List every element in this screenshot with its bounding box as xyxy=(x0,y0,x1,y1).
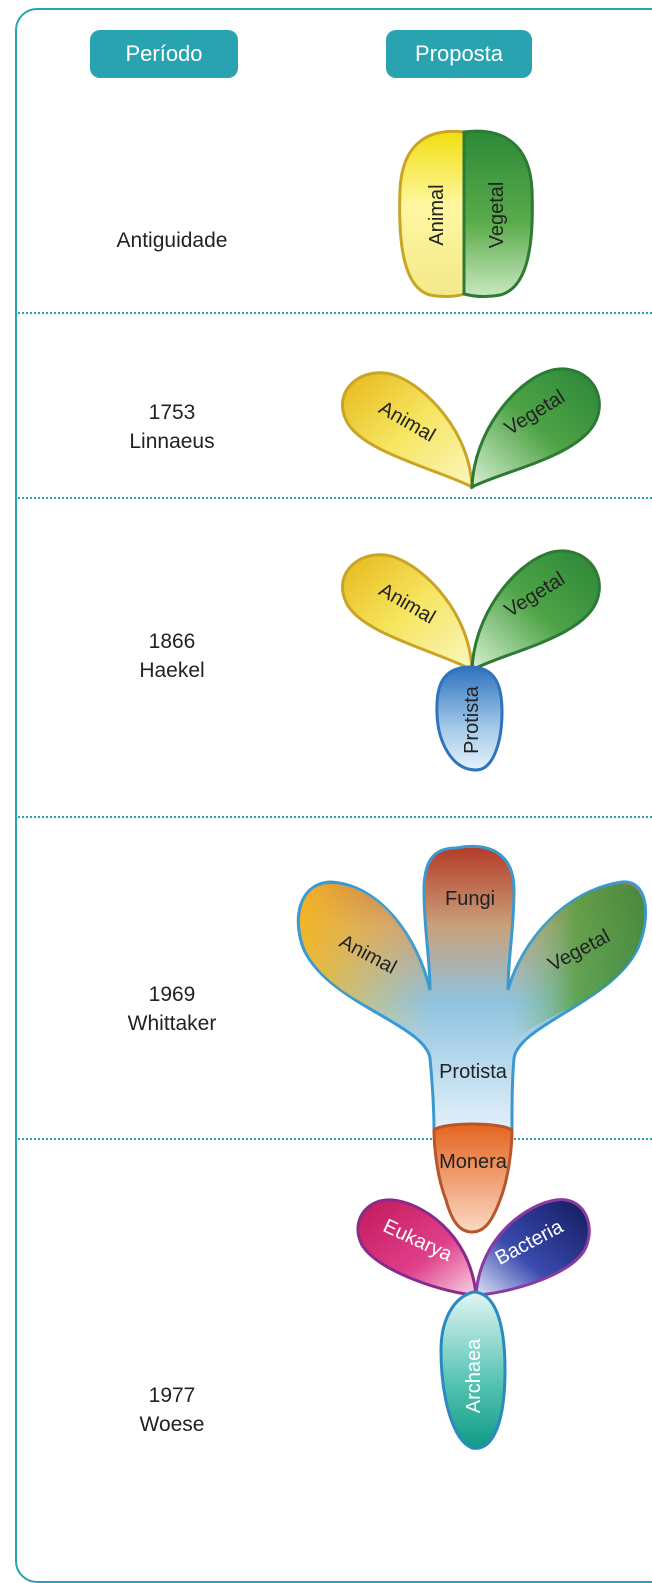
woese-diagram: Eukarya Bacteria Archaea xyxy=(356,1198,591,1450)
row-divider xyxy=(15,816,652,818)
fungi-label: Fungi xyxy=(445,888,495,910)
archaea-petal xyxy=(439,1290,507,1450)
animal-petal xyxy=(340,553,474,673)
author-text: Haekel xyxy=(139,659,205,682)
haekel-diagram: Animal Vegetal Protista xyxy=(340,549,601,772)
author-text: Linnaeus xyxy=(129,430,215,453)
vegetal-petal xyxy=(470,549,601,673)
period-text: 1969 xyxy=(148,983,196,1006)
period-text: 1753 xyxy=(148,401,196,424)
linnaeus-diagram: Animal Vegetal xyxy=(340,367,601,490)
vegetal-label: Vegetal xyxy=(486,182,508,249)
author-text: Whittaker xyxy=(127,1012,217,1035)
archaea-label: Archaea xyxy=(463,1338,485,1413)
animal-petal xyxy=(398,129,466,299)
protista-petal xyxy=(435,665,504,772)
vegetal-petal xyxy=(470,367,601,490)
row-label-haekel: 1866 Haekel xyxy=(62,627,282,685)
row-divider xyxy=(15,312,652,314)
protista-label: Protista xyxy=(439,1061,508,1083)
row-divider xyxy=(15,1138,652,1140)
bacteria-petal xyxy=(474,1198,591,1297)
row-divider xyxy=(15,497,652,499)
protista-label: Protista xyxy=(461,685,483,754)
row-label-whittaker: 1969 Whittaker xyxy=(62,980,282,1038)
vegetal-overlay xyxy=(508,884,645,1040)
row-label-woese: 1977 Woese xyxy=(62,1381,282,1439)
author-text: Woese xyxy=(139,1413,205,1436)
row-label-linnaeus: 1753 Linnaeus xyxy=(62,398,282,456)
monera-petal xyxy=(432,1122,514,1234)
period-text: Antiguidade xyxy=(116,229,228,252)
animal-overlay xyxy=(300,884,430,1040)
row-label-antiguidade: Antiguidade xyxy=(62,226,282,255)
proposal-header: Proposta xyxy=(386,30,532,78)
animal-label: Animal xyxy=(426,184,448,245)
antiguidade-diagram: Animal Vegetal xyxy=(398,129,534,299)
monera-label: Monera xyxy=(439,1151,508,1173)
whittaker-diagram: Fungi Animal Vegetal Protista Monera xyxy=(296,844,648,1234)
period-text: 1977 xyxy=(148,1384,196,1407)
vegetal-petal xyxy=(462,129,534,299)
eukarya-petal xyxy=(356,1198,478,1297)
period-text: 1866 xyxy=(148,630,196,653)
animal-petal xyxy=(340,371,474,490)
period-header: Período xyxy=(90,30,238,78)
